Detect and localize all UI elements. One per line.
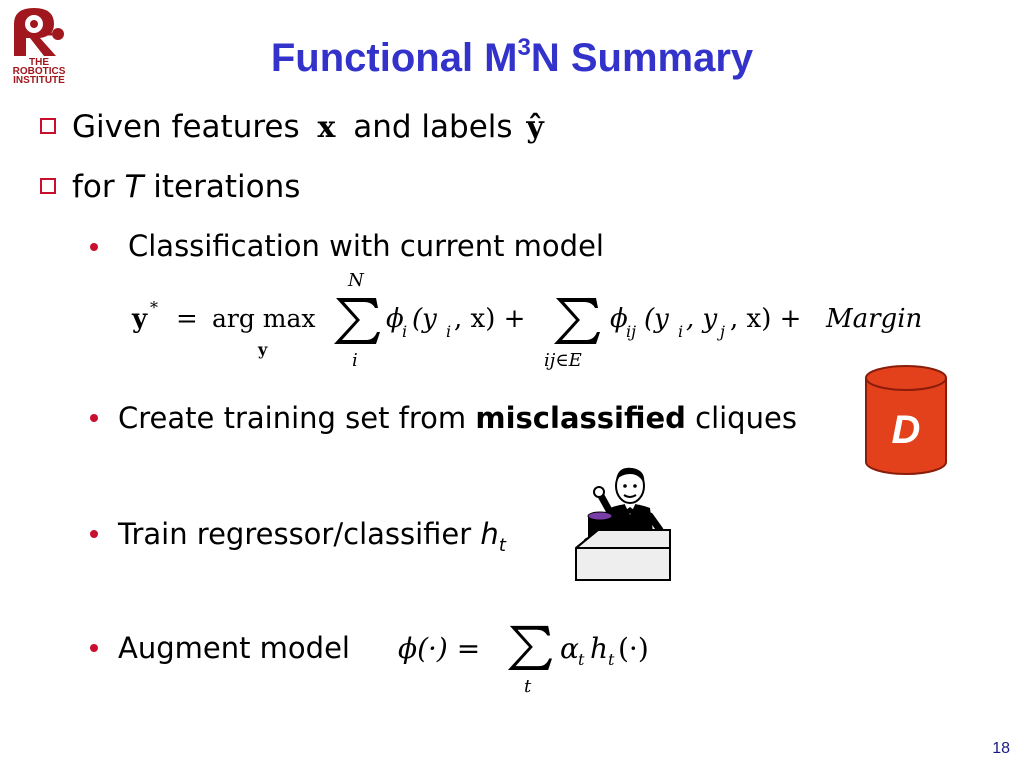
item-for-iterations: for T iterations: [72, 168, 300, 206]
eq-term2-args-end: , x) +: [730, 304, 802, 334]
aug-lhs: ϕ(·) =: [398, 632, 481, 665]
aug-alpha: α: [560, 632, 579, 665]
eq-term2-sub: ij: [626, 322, 637, 341]
dataset-cylinder-icon: D: [864, 364, 948, 476]
features-symbol: x: [317, 110, 336, 145]
title-superscript: 3: [517, 34, 531, 61]
subitem-augment-model: Augment model: [118, 631, 350, 665]
magician-svg: [575, 467, 671, 581]
aug-sum-bottom: t: [524, 676, 532, 697]
eq-argmax: arg max: [212, 304, 316, 333]
item-given-features: Given features x and labels ŷ: [72, 108, 544, 147]
subitem3-text-sub: t: [498, 534, 506, 556]
eq-sum1-top: N: [348, 270, 364, 291]
eq-margin: Margin: [826, 304, 923, 334]
eq-term1-args: (y: [412, 304, 437, 334]
eq-term2-args-sub2: j: [720, 322, 725, 341]
magician-clipart-icon: [574, 464, 672, 582]
sum2-sigma-icon: [554, 298, 600, 344]
subitem2-text-before: Create training set from: [118, 401, 467, 435]
item1-text-before: Given features: [72, 109, 300, 145]
subitem3-text-italic: h: [480, 517, 499, 551]
eq-term1-args-sub: i: [446, 322, 452, 341]
logo-text-line1: THE: [29, 57, 49, 68]
subitem2-text-bold: misclassified: [475, 401, 686, 435]
augment-sigma-icon: [507, 625, 552, 670]
logo-text-line2: ROBOTICS: [12, 66, 66, 77]
eq-lhs: y: [132, 304, 148, 334]
subitem-train-regressor: Train regressor/classifier ht: [118, 516, 506, 564]
checkbox-bullet-icon: [40, 118, 56, 134]
sum1-sigma-icon: [334, 298, 380, 344]
bullet-dot: [90, 414, 98, 422]
logo-text-line3: INSTITUTE: [13, 75, 65, 86]
eq-lhs-sup: *: [150, 298, 158, 317]
subitem3-text-before: Train regressor/classifier: [118, 517, 472, 551]
slide-title: Functional M3N Summary: [0, 24, 1024, 82]
page-number: 18: [992, 740, 1010, 757]
eq-term1-args-end: , x) +: [454, 304, 526, 334]
robotics-institute-logo: THE ROBOTICS INSTITUTE: [6, 4, 72, 86]
subitem2-text-after: cliques: [695, 401, 797, 435]
aug-alpha-sub: t: [578, 650, 585, 669]
bullet-dot: [90, 243, 98, 251]
eq-term2-args-mid: , y: [686, 304, 718, 334]
eq-sum1-bottom: i: [352, 350, 358, 371]
eq-sum2-bottom: ij∈E: [544, 350, 582, 371]
bullet-dot: [90, 644, 98, 652]
title-main: Functional M: [270, 36, 518, 80]
classification-equation: y * = arg max y N i ϕ i (y i , x) + ij∈E…: [132, 268, 952, 378]
subitem-classification: Classification with current model: [128, 229, 604, 263]
item1-text-after: and labels: [353, 109, 513, 145]
checkbox-bullet-icon: [40, 178, 56, 194]
augment-equation: ϕ(·) = t α t h t (·): [398, 616, 688, 706]
robotics-institute-logo-mark: [14, 8, 64, 56]
eq-term2-args: (y: [644, 304, 669, 334]
aug-h-sub: t: [608, 650, 615, 669]
title-end: N Summary: [530, 36, 754, 80]
aug-end: (·): [618, 632, 649, 665]
eq-equals: =: [176, 304, 198, 334]
eq-term2-args-sub1: i: [678, 322, 684, 341]
eq-argmax-under: y: [258, 340, 268, 359]
cylinder-shape: [865, 365, 947, 475]
item2-text-before: for: [72, 169, 115, 205]
eq-term2: ϕ: [610, 304, 628, 334]
eq-term1: ϕ: [386, 304, 404, 334]
subitem-create-training-set: Create training set from misclassified c…: [118, 400, 797, 436]
dataset-label: D: [891, 408, 921, 452]
aug-h: h: [590, 632, 609, 665]
labels-symbol: ŷ: [526, 110, 544, 145]
item2-text-italic: T: [124, 169, 144, 205]
eq-term1-sub: i: [402, 322, 408, 341]
bullet-dot: [90, 530, 98, 538]
item2-text-after: iterations: [153, 169, 301, 205]
